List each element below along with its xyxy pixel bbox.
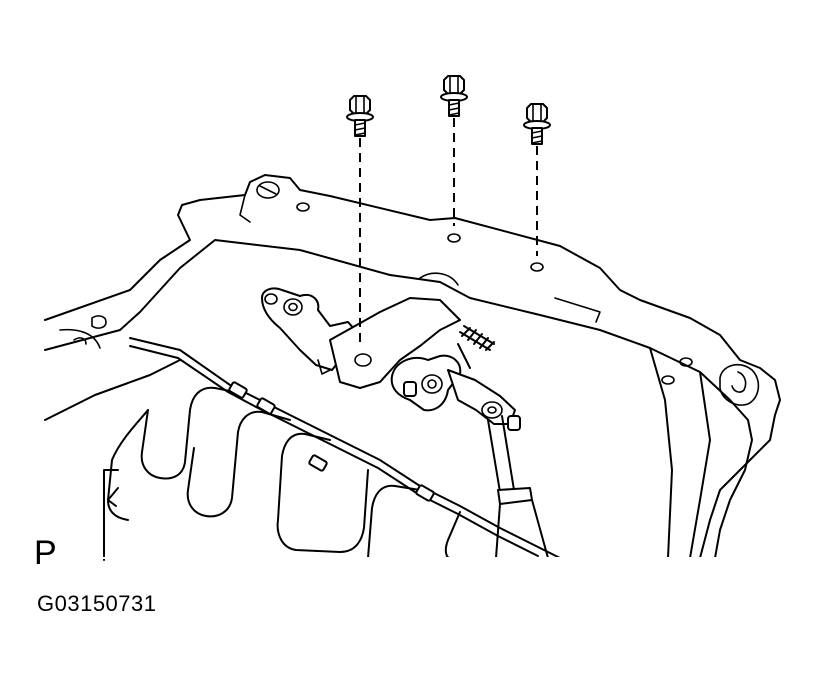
bolt-icon <box>440 75 468 117</box>
view-label: P <box>34 534 57 572</box>
seat-frame <box>44 174 781 559</box>
recliner-hinge <box>261 287 521 431</box>
coil-spring <box>457 325 495 369</box>
adjuster-rod <box>487 415 549 559</box>
bolt-leader-lines <box>359 118 538 346</box>
bolt-icon <box>346 95 374 137</box>
bolt-icon <box>523 103 551 145</box>
figure-code: G03150731 <box>37 591 157 616</box>
seat-heater-wire <box>103 337 561 561</box>
